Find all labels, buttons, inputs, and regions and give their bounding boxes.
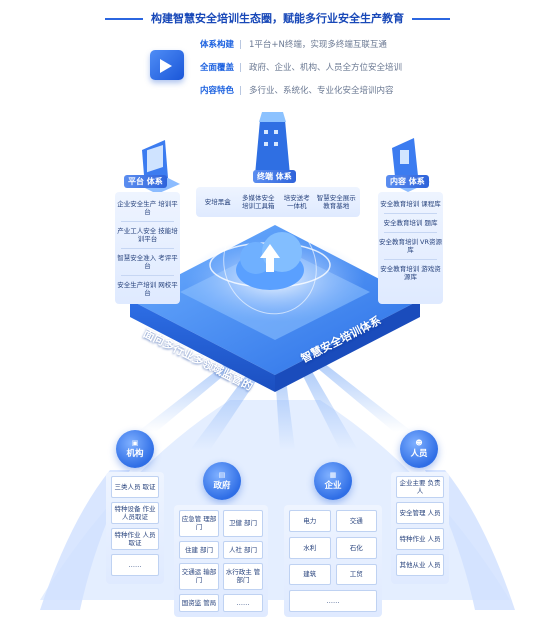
pillar-divider	[384, 259, 437, 260]
feature-text: 多行业、系统化、专业化安全培训内容	[249, 86, 394, 96]
feature-divider	[240, 40, 242, 49]
category-item: 国资监 管局	[179, 593, 219, 612]
headline: 构建智慧安全培训生态圈，赋能多行业安全生产教育	[0, 10, 555, 26]
institution-icon: ▣	[131, 439, 139, 447]
category-item: 特种设备 作业人员取证	[111, 502, 159, 524]
enterprise-icon: ▦	[329, 471, 337, 479]
terminal-system-card: 安培黑盒 多媒体安全 培训工具箱 培安送考 一体机 智慧安全展示 教育基地	[196, 187, 360, 217]
pillar-item: 智慧安全准入 考评平台	[117, 254, 178, 270]
content-system-title: 内容 体系	[386, 175, 429, 188]
category-item: 人社 部门	[223, 540, 263, 559]
institution-card: 三类人员 取证 特种设备 作业人员取证 特种作业 人员取证 ……	[106, 472, 164, 584]
pillar-divider	[384, 213, 437, 214]
government-card: 应急管 理部门 卫健 部门 住建 部门 人社 部门 交通运 输部门 水行政主 管…	[174, 505, 268, 617]
pillar-item: 产业工人安全 技能培训平台	[117, 227, 178, 243]
category-item: 水行政主 管部门	[223, 563, 263, 590]
government-title: 政府	[213, 481, 231, 491]
pillar-item: 智慧安全展示 教育基地	[316, 194, 356, 210]
category-item: 其他从业 人员	[396, 554, 444, 576]
category-item: 石化	[335, 536, 377, 559]
pillar-item: 安全教育培训 题库	[383, 219, 438, 227]
enterprise-card: 电力 交通 水利 石化 建筑 工贸 ……	[284, 505, 382, 617]
pillar-divider	[121, 248, 174, 249]
category-item: 三类人员 取证	[111, 476, 159, 498]
pillar-item: 安培黑盒	[204, 198, 231, 206]
enterprise-circle: ▦ 企业	[314, 462, 352, 500]
category-item: ……	[111, 554, 159, 576]
category-item: ……	[289, 590, 377, 612]
headline-right-rule	[412, 18, 450, 20]
category-item: 水利	[289, 536, 331, 559]
feature-text: 1平台+N终端，实现多终端互联互通	[249, 40, 387, 50]
category-item: 应急管 理部门	[179, 510, 219, 537]
feature-row-2: 全面覆盖 政府、企业、机构、人员全方位安全培训	[200, 61, 402, 73]
category-item: 电力	[289, 510, 331, 532]
category-item: 交通	[335, 510, 377, 532]
content-system-card: 安全教育培训 课程库 安全教育培训 题库 安全教育培训 VR资源库 安全教育培训…	[378, 192, 443, 304]
government-circle: ▤ 政府	[203, 462, 241, 500]
video-play-icon	[150, 50, 184, 80]
pillar-item: 企业安全生产 培训平台	[117, 200, 178, 216]
feature-row-3: 内容特色 多行业、系统化、专业化安全培训内容	[200, 84, 394, 96]
headline-text: 构建智慧安全培训生态圈，赋能多行业安全生产教育	[151, 12, 404, 25]
feature-label: 全面覆盖	[200, 63, 235, 73]
pillar-item: 安全生产培训 网校平台	[117, 281, 178, 297]
terminal-system-title: 终端 体系	[253, 170, 296, 183]
feature-divider	[240, 63, 242, 72]
category-item: 特种作业 人员	[396, 528, 444, 550]
headline-left-rule	[105, 18, 143, 20]
category-item: 住建 部门	[179, 540, 219, 559]
platform-system-card: 企业安全生产 培训平台 产业工人安全 技能培训平台 智慧安全准入 考评平台 安全…	[115, 192, 180, 304]
enterprise-title: 企业	[324, 481, 342, 491]
institution-circle: ▣ 机构	[116, 430, 154, 468]
category-item: 建筑	[289, 563, 331, 586]
personnel-card: 企业主要 负责人 安全管理 人员 特种作业 人员 其他从业 人员	[391, 472, 449, 584]
platform-system-title: 平台 体系	[124, 175, 167, 188]
category-item: 卫健 部门	[223, 510, 263, 537]
pillar-item: 安全教育培训 课程库	[380, 200, 441, 208]
category-item: 交通运 输部门	[179, 563, 219, 590]
pillar-divider	[121, 221, 174, 222]
category-item: 安全管理 人员	[396, 502, 444, 524]
pillar-item: 安全教育培训 游戏资源库	[380, 265, 441, 281]
personnel-title: 人员	[410, 449, 428, 459]
feature-text: 政府、企业、机构、人员全方位安全培训	[249, 63, 403, 73]
category-item: 特种作业 人员取证	[111, 528, 159, 550]
personnel-icon: ☻	[415, 439, 423, 447]
category-item: 企业主要 负责人	[396, 476, 444, 498]
personnel-circle: ☻ 人员	[400, 430, 438, 468]
pillar-item: 多媒体安全 培训工具箱	[242, 194, 275, 210]
institution-title: 机构	[126, 449, 144, 459]
pillar-item: 安全教育培训 VR资源库	[378, 238, 443, 254]
terminal-building-icon	[255, 112, 290, 175]
cloud-upload-icon	[236, 232, 304, 290]
feature-divider	[240, 86, 242, 95]
feature-label: 体系构建	[200, 40, 235, 50]
category-item: ……	[223, 593, 263, 612]
feature-label: 内容特色	[200, 86, 235, 96]
feature-row-1: 体系构建 1平台+N终端，实现多终端互联互通	[200, 38, 387, 50]
category-item: 工贸	[335, 563, 377, 586]
pillar-divider	[121, 275, 174, 276]
pillar-item: 培安送考 一体机	[283, 194, 310, 210]
government-icon: ▤	[218, 471, 226, 479]
pillar-divider	[384, 232, 437, 233]
